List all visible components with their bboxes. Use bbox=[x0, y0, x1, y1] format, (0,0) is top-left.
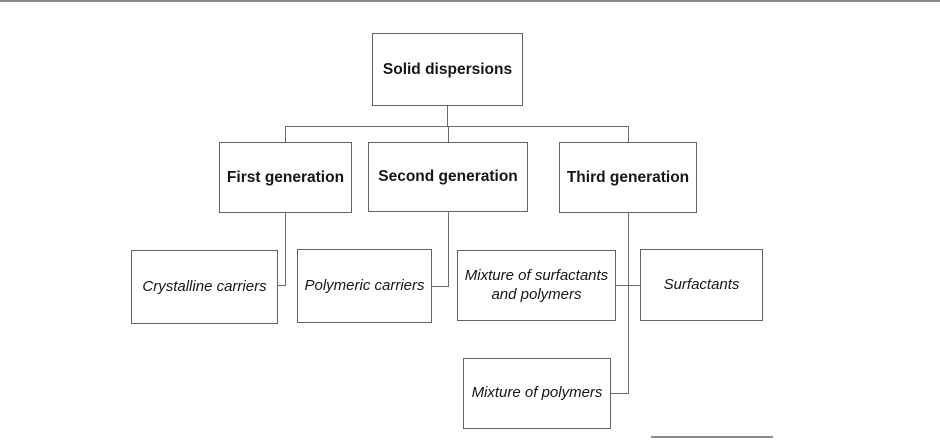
connector-hook-crystalline bbox=[278, 285, 286, 286]
node-mixture-of-polymers: Mixture of polymers bbox=[463, 358, 611, 429]
connector-surfactants-cross bbox=[616, 285, 640, 286]
node-third-generation: Third generation bbox=[559, 142, 697, 213]
node-polymeric-carriers: Polymeric carriers bbox=[297, 249, 432, 323]
connector-second-gen-down bbox=[448, 212, 449, 287]
connector-hook-polymeric bbox=[432, 286, 449, 287]
node-solid-dispersions: Solid dispersions bbox=[372, 33, 523, 106]
connector-root-stem bbox=[447, 106, 448, 127]
node-second-generation: Second generation bbox=[368, 142, 528, 212]
node-mixture-surfactants-polymers: Mixture of surfactants and polymers bbox=[457, 250, 616, 321]
connector-stub-third-generation bbox=[628, 126, 629, 142]
node-first-generation: First generation bbox=[219, 142, 352, 213]
connector-hook-mixture-polymers bbox=[611, 393, 629, 394]
connector-first-gen-down bbox=[285, 213, 286, 286]
connector-third-gen-down bbox=[628, 213, 629, 394]
connector-stub-second-generation bbox=[448, 126, 449, 142]
bottom-rule-fragment bbox=[651, 436, 773, 438]
top-rule bbox=[0, 0, 940, 2]
node-crystalline-carriers: Crystalline carriers bbox=[131, 250, 278, 324]
node-surfactants: Surfactants bbox=[640, 249, 763, 321]
connector-stub-first-generation bbox=[285, 126, 286, 142]
connector-generation-bus bbox=[285, 126, 629, 127]
